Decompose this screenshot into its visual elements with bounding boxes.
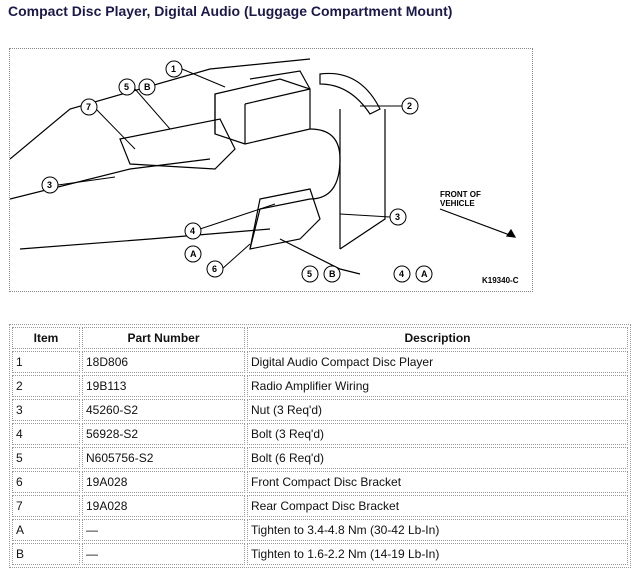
callout-2: 2 xyxy=(407,101,412,111)
front-of-vehicle-label: FRONT OF xyxy=(440,190,481,199)
cell-description: Front Compact Disc Bracket xyxy=(247,471,628,493)
cell-part-number: 18D806 xyxy=(82,351,245,373)
callout-3-right: 3 xyxy=(395,212,400,222)
cell-item: 7 xyxy=(12,495,80,517)
callout-4-left: 4 xyxy=(190,226,195,236)
callout-6: 6 xyxy=(212,264,217,274)
cell-item: 6 xyxy=(12,471,80,493)
cell-item: 1 xyxy=(12,351,80,373)
figure-code: K19340-C xyxy=(482,276,519,285)
cell-description: Bolt (3 Req'd) xyxy=(247,423,628,445)
cell-part-number: — xyxy=(82,519,245,541)
cell-description: Radio Amplifier Wiring xyxy=(247,375,628,397)
cell-description: Tighten to 1.6-2.2 Nm (14-19 Lb-In) xyxy=(247,543,628,565)
callout-A-left: A xyxy=(190,249,197,259)
header-description: Description xyxy=(247,327,628,349)
cell-description: Nut (3 Req'd) xyxy=(247,399,628,421)
callout-B-bottom: B xyxy=(329,269,336,279)
cell-description: Tighten to 3.4-4.8 Nm (30-42 Lb-In) xyxy=(247,519,628,541)
cell-description: Rear Compact Disc Bracket xyxy=(247,495,628,517)
exploded-diagram: 1 2 3 3 4 4 5 5 6 7 A A B B FRONT OF VEH… xyxy=(9,48,533,292)
cell-part-number: 45260-S2 xyxy=(82,399,245,421)
cell-part-number: N605756-S2 xyxy=(82,447,245,469)
front-of-vehicle-label-2: VEHICLE xyxy=(440,199,475,208)
callout-7: 7 xyxy=(86,102,91,112)
cell-part-number: 19A028 xyxy=(82,495,245,517)
header-item: Item xyxy=(12,327,80,349)
cell-part-number: 56928-S2 xyxy=(82,423,245,445)
cell-description: Digital Audio Compact Disc Player xyxy=(247,351,628,373)
diagram-drawing: 1 2 3 3 4 4 5 5 6 7 A A B B FRONT OF VEH… xyxy=(9,58,519,285)
cell-item: 4 xyxy=(12,423,80,445)
header-part-number: Part Number xyxy=(82,327,245,349)
cell-part-number: 19A028 xyxy=(82,471,245,493)
table-row: B—Tighten to 1.6-2.2 Nm (14-19 Lb-In) xyxy=(12,543,628,565)
cell-item: 5 xyxy=(12,447,80,469)
cell-description: Bolt (6 Req'd) xyxy=(247,447,628,469)
callout-5-top: 5 xyxy=(124,82,129,92)
cell-item: A xyxy=(12,519,80,541)
cell-item: B xyxy=(12,543,80,565)
callout-A-right: A xyxy=(421,269,428,279)
cell-item: 2 xyxy=(12,375,80,397)
cell-part-number: — xyxy=(82,543,245,565)
table-row: A—Tighten to 3.4-4.8 Nm (30-42 Lb-In) xyxy=(12,519,628,541)
callout-4-right: 4 xyxy=(399,269,404,279)
page-title: Compact Disc Player, Digital Audio (Lugg… xyxy=(8,3,453,19)
callout-1: 1 xyxy=(171,64,176,74)
callout-B-top: B xyxy=(144,82,151,92)
cell-item: 3 xyxy=(12,399,80,421)
callout-3-left: 3 xyxy=(47,180,52,190)
cell-part-number: 19B113 xyxy=(82,375,245,397)
callout-5-bottom: 5 xyxy=(307,269,312,279)
